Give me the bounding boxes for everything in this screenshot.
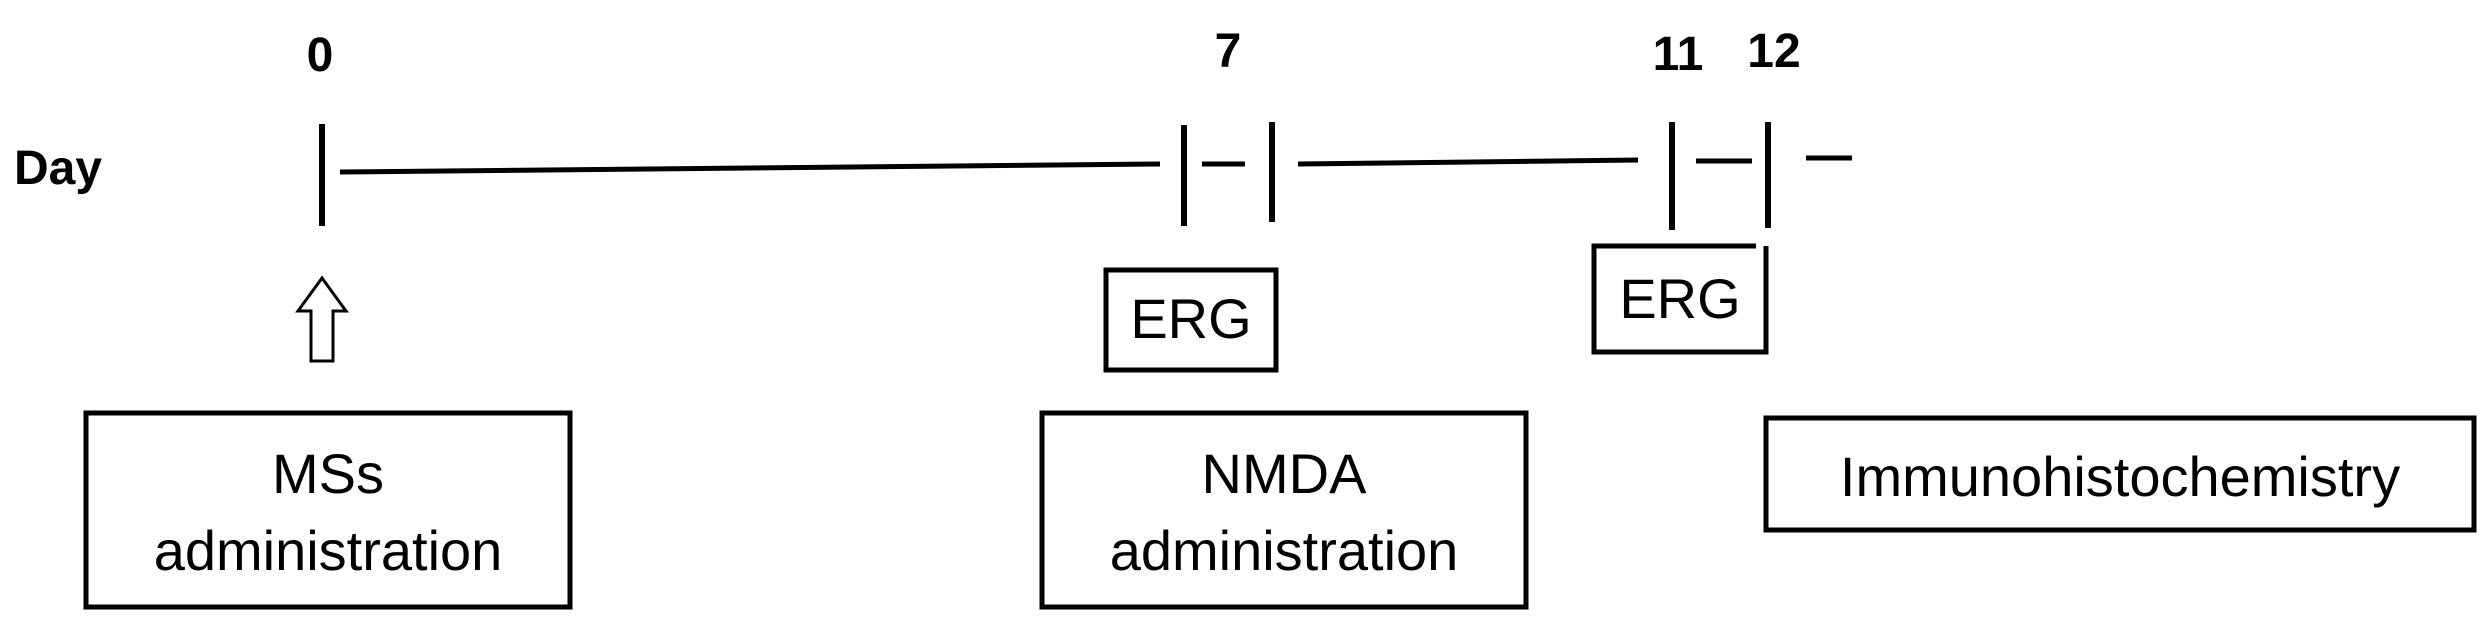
ms-administration-line1: MSs <box>272 442 384 505</box>
axis-segment <box>1297 157 1639 167</box>
ms-administration-box <box>83 410 573 610</box>
erg-box-2 <box>1591 243 1769 355</box>
immunohistochemistry-box <box>1763 415 2477 533</box>
nmda-administration-box <box>1039 410 1529 610</box>
axis-segment <box>339 161 1161 175</box>
tick-label-day-0: 0 <box>307 29 334 82</box>
erg-box-1 <box>1103 267 1279 373</box>
tick-label-day-7: 7 <box>1215 25 1242 78</box>
nmda-administration-line1: NMDA <box>1202 442 1368 505</box>
up-arrow-outline-icon <box>295 275 349 363</box>
nmda-administration-line2: administration <box>1110 519 1459 582</box>
erg-box-2-text: ERG <box>1619 267 1740 330</box>
tick-label-day-12: 12 <box>1747 25 1800 78</box>
erg-box-1-text: ERG <box>1130 287 1251 350</box>
tick-label-day-11: 11 <box>1653 28 1704 81</box>
day-label: Day <box>14 142 102 195</box>
timeline-axis <box>339 155 1852 175</box>
immunohistochemistry-text: Immunohistochemistry <box>1840 445 2400 508</box>
ms-administration-line2: administration <box>154 519 503 582</box>
